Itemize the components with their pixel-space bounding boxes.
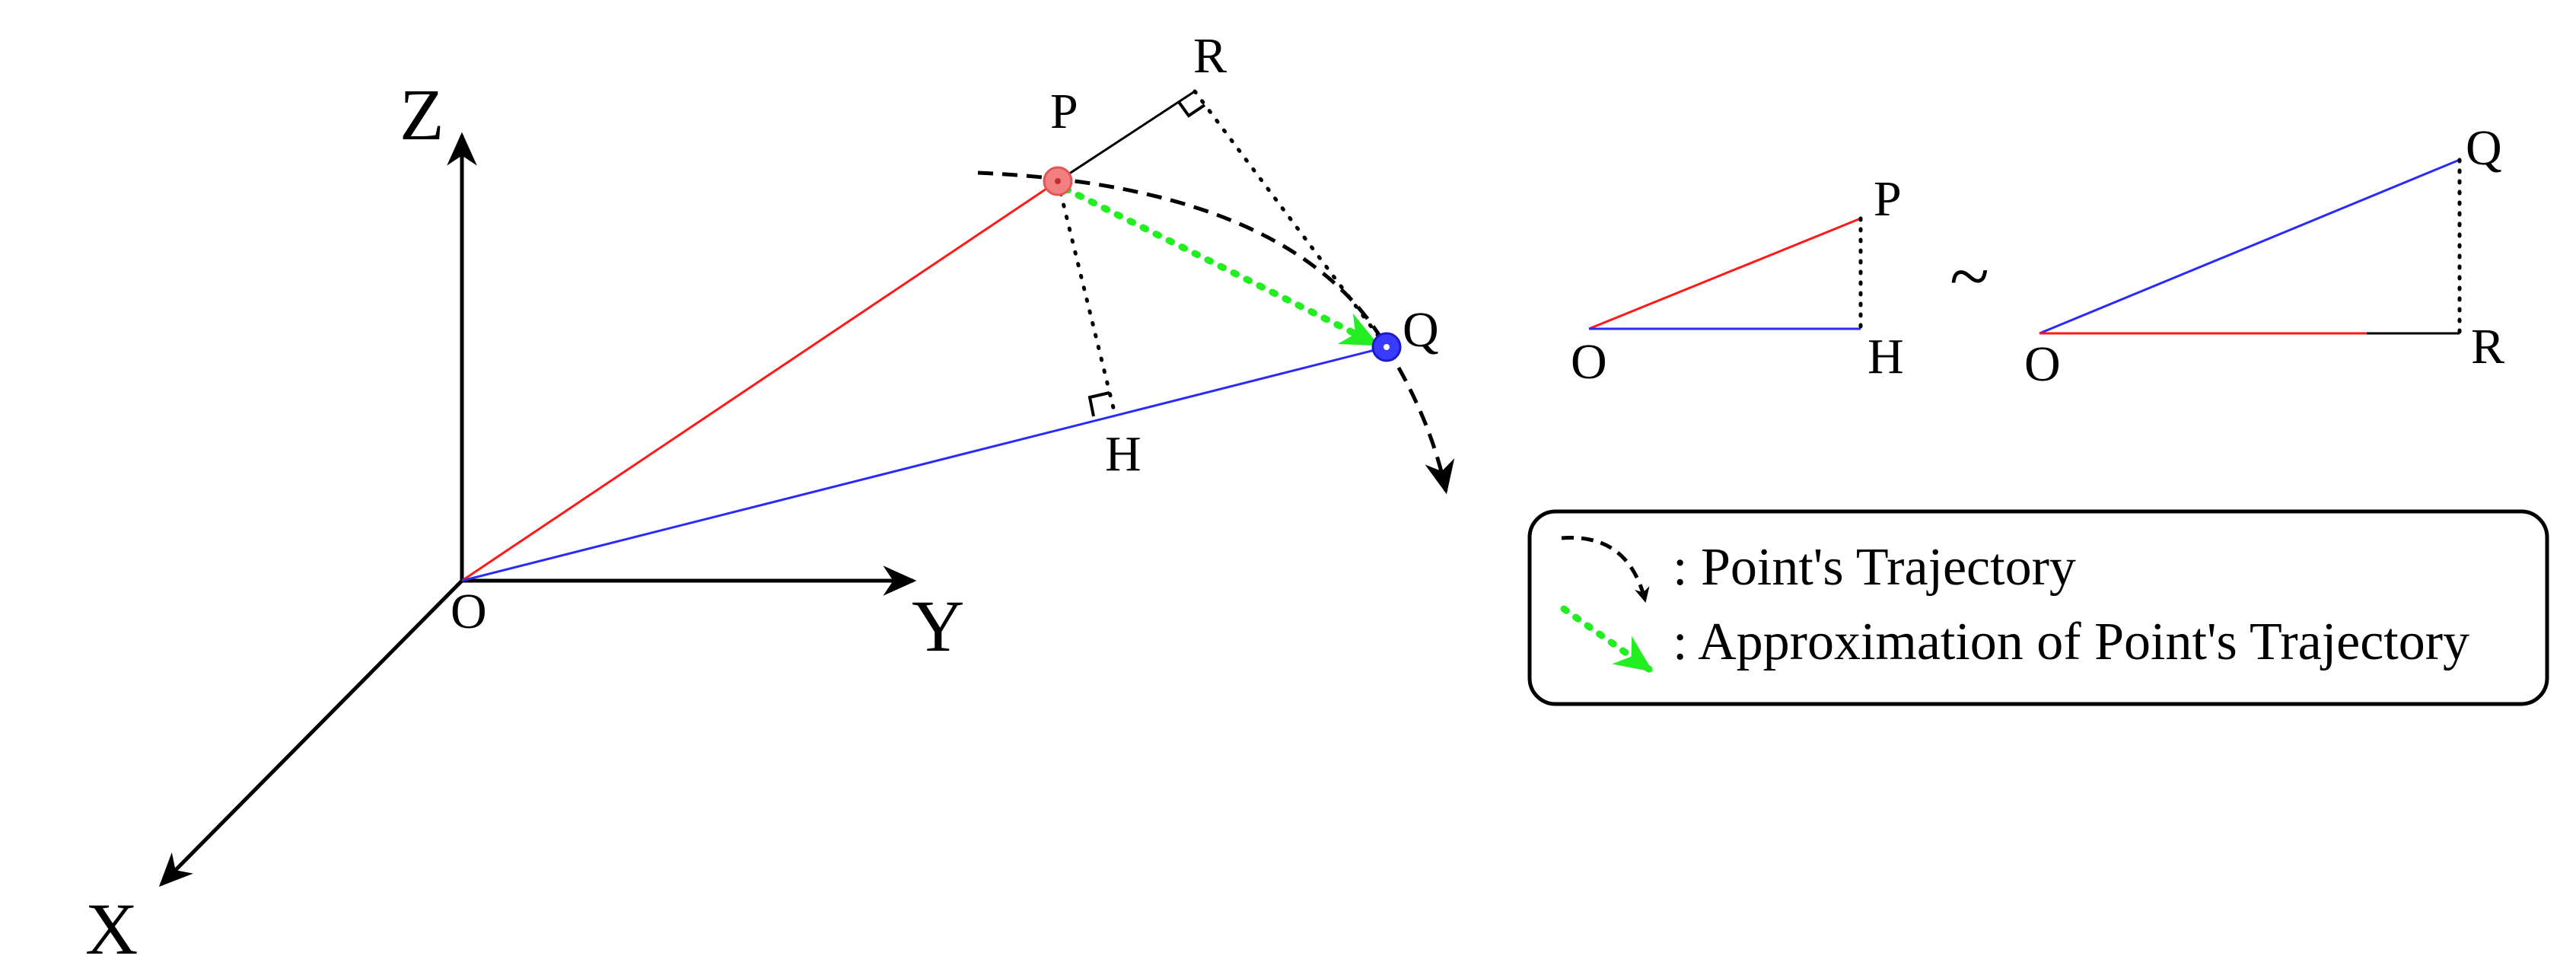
vector-op [461, 180, 1059, 582]
point-q-label: Q [1403, 302, 1439, 358]
triangle-oph: O P H [1571, 171, 1904, 390]
triangle-oph-o-label: O [1571, 334, 1607, 390]
y-axis-label: Y [912, 585, 964, 667]
segment-rq-dotted [1192, 89, 1389, 349]
legend-approximation-label: : Approximation of Point's Trajectory [1673, 613, 2469, 671]
segment-ph-dotted [1056, 179, 1116, 413]
triangle-oqr-r-label: R [2471, 319, 2504, 374]
legend-box: : Point's Trajectory : Approximation of … [1527, 509, 2549, 706]
legend-trajectory-label: : Point's Trajectory [1673, 538, 2076, 597]
point-h-label: H [1105, 426, 1142, 482]
right-angle-marker-h [1087, 391, 1110, 417]
similarity-symbol: ~ [1950, 235, 1989, 317]
point-trajectory-curve [977, 170, 1455, 495]
point-q-center [1384, 344, 1390, 350]
legend-trajectory-icon [1561, 535, 1650, 603]
triangle-oph-hypotenuse [1588, 217, 1861, 330]
trajectory-approximation-arrow [1062, 185, 1380, 348]
triangle-oqr: O Q R [2024, 120, 2504, 392]
triangle-oqr-q-label: Q [2466, 120, 2502, 176]
legend-approximation-icon [1560, 605, 1654, 674]
x-axis [158, 579, 463, 887]
triangle-oph-h-label: H [1868, 329, 1904, 384]
point-r-label: R [1193, 28, 1227, 84]
axes-group: Z Y X O [85, 74, 964, 970]
origin-label: O [451, 584, 487, 639]
legend-frame [1527, 509, 2549, 706]
triangle-oph-p-label: P [1874, 171, 1902, 227]
right-angle-marker-r [1177, 100, 1206, 118]
vector-oq [461, 346, 1387, 582]
triangle-oqr-o-label: O [2024, 336, 2061, 392]
z-axis-label: Z [400, 74, 444, 155]
x-axis-label: X [85, 888, 138, 970]
segment-pr [1057, 90, 1196, 183]
triangle-oqr-hypotenuse [2039, 158, 2460, 335]
point-p-label: P [1050, 84, 1078, 139]
point-p-center [1055, 178, 1061, 184]
